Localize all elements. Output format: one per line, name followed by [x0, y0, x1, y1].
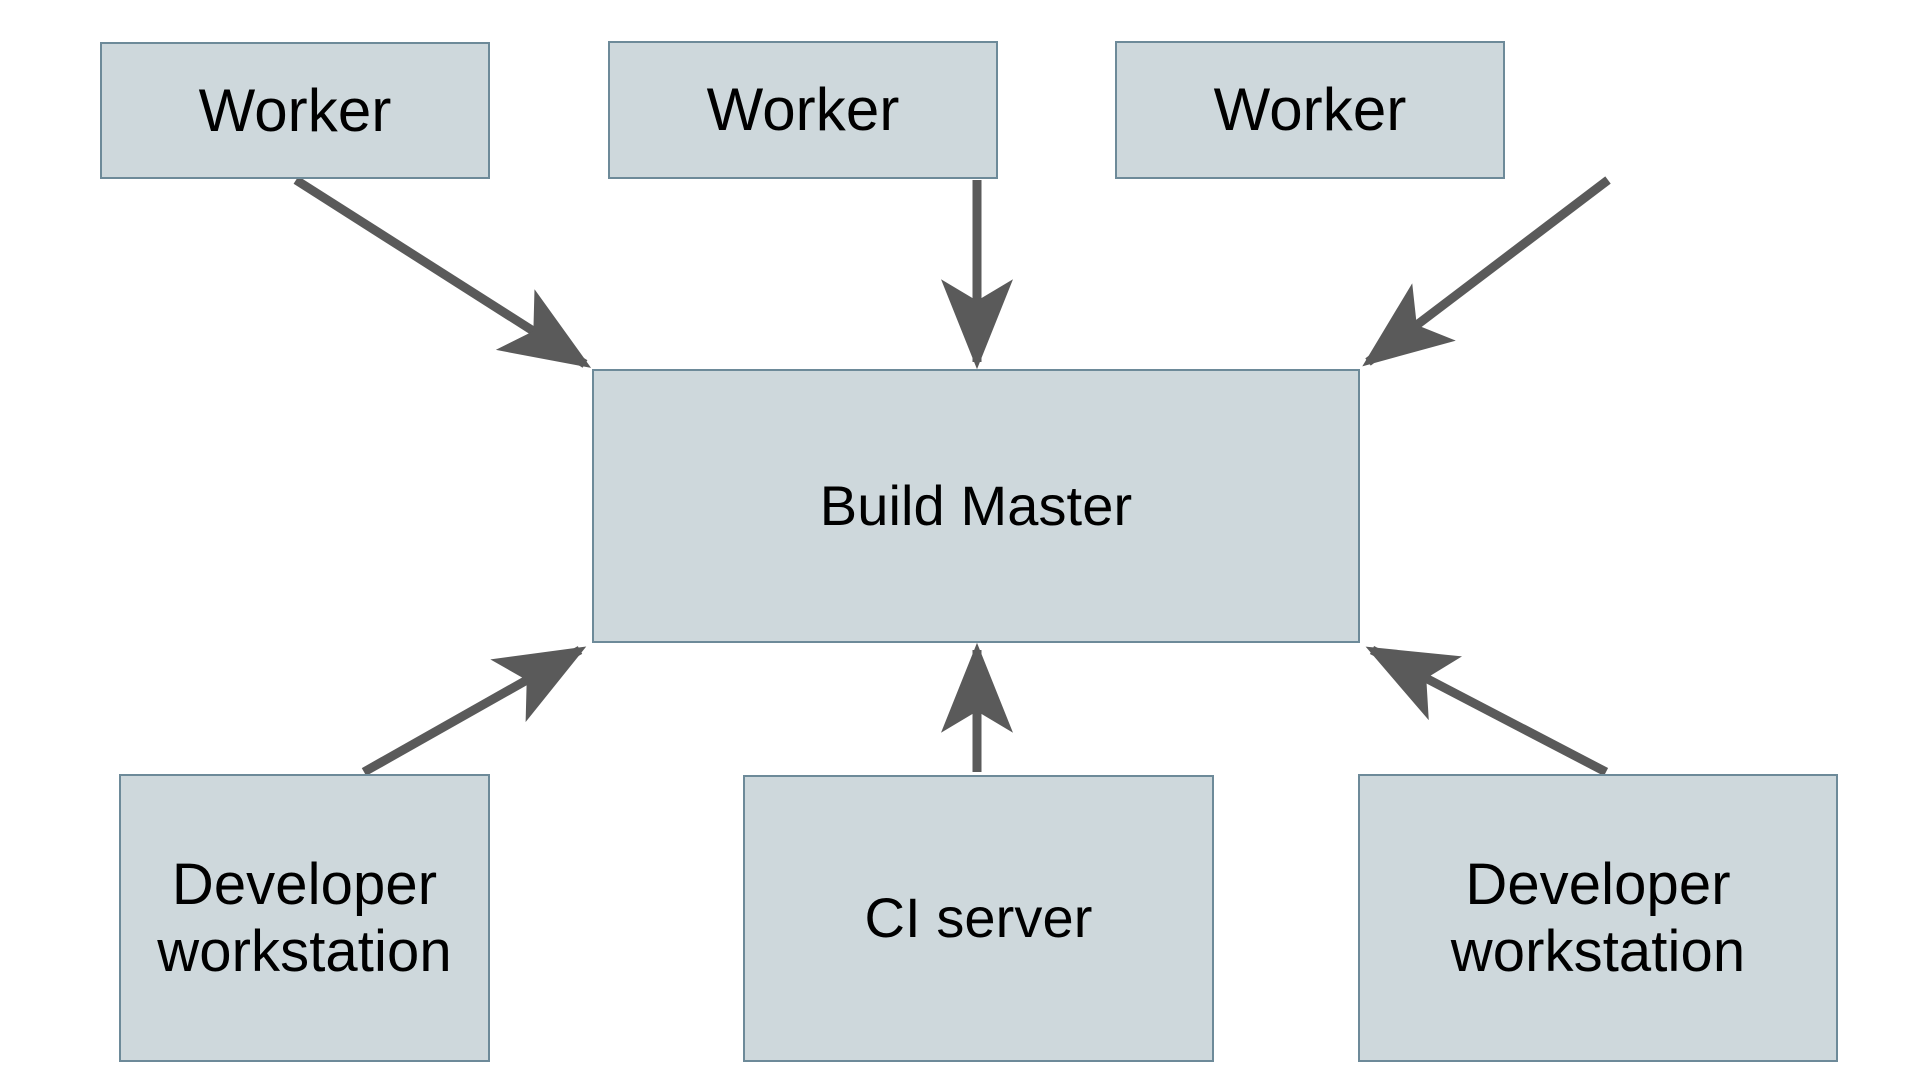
node-ci-server-label: CI server — [864, 886, 1093, 950]
node-worker-3-label: Worker — [1213, 76, 1407, 144]
edge-dev-ws-right-to-build-master — [1365, 646, 1609, 776]
node-developer-workstation-left[interactable]: Developer workstation — [119, 774, 490, 1062]
node-worker-2[interactable]: Worker — [608, 41, 998, 179]
edge-worker-3-to-build-master — [1362, 176, 1611, 367]
node-build-master-label: Build Master — [819, 473, 1133, 537]
node-developer-workstation-left-label: Developer workstation — [157, 851, 452, 984]
node-worker-2-label: Worker — [706, 76, 900, 144]
node-worker-1-label: Worker — [198, 76, 392, 144]
edge-dev-ws-left-to-build-master — [361, 646, 587, 776]
node-worker-3[interactable]: Worker — [1115, 41, 1505, 179]
node-ci-server[interactable]: CI server — [743, 775, 1214, 1062]
node-developer-workstation-right[interactable]: Developer workstation — [1358, 774, 1838, 1062]
node-build-master[interactable]: Build Master — [592, 369, 1360, 643]
edge-worker-1-to-build-master — [293, 176, 592, 368]
node-developer-workstation-right-label: Developer workstation — [1450, 851, 1746, 984]
node-worker-1[interactable]: Worker — [100, 42, 490, 179]
